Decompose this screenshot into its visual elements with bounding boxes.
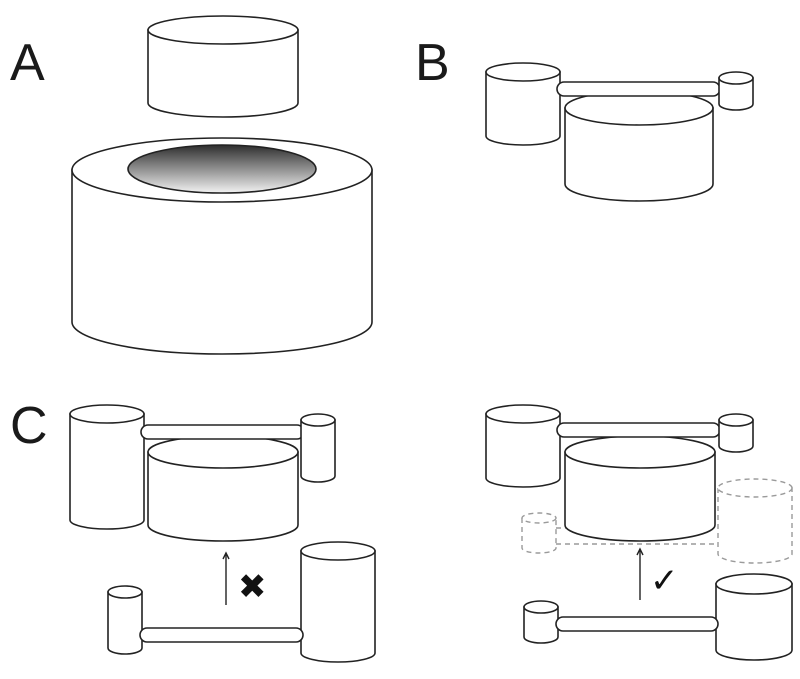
ghost-outline (521, 478, 793, 564)
right-post (718, 77, 754, 111)
lift-arrow-success (636, 547, 644, 600)
variant-success: ✓ (485, 404, 793, 661)
panel-a: A (10, 15, 373, 355)
ring-base (71, 137, 373, 355)
lower-fixture-fail (107, 541, 376, 663)
panel-c: C ✖ (10, 397, 793, 663)
panel-c-label: C (10, 397, 48, 455)
lift-arrow-fail (222, 551, 230, 605)
fail-mark: ✖ (238, 567, 267, 607)
cap-cylinder (147, 15, 299, 118)
left-post (485, 71, 561, 146)
panel-a-label: A (10, 34, 45, 92)
lower-fixture-success (523, 573, 793, 661)
panel-b-label: B (415, 34, 450, 92)
fixture-b (485, 62, 754, 202)
assembled-fixture-success (485, 404, 754, 542)
connecting-bar (556, 81, 721, 97)
ring-hole (127, 144, 317, 194)
main-body (564, 107, 714, 202)
assembled-fixture-fail (69, 404, 336, 542)
panel-b: B (415, 34, 754, 202)
variant-fail: ✖ (69, 404, 376, 663)
success-mark: ✓ (650, 561, 679, 601)
